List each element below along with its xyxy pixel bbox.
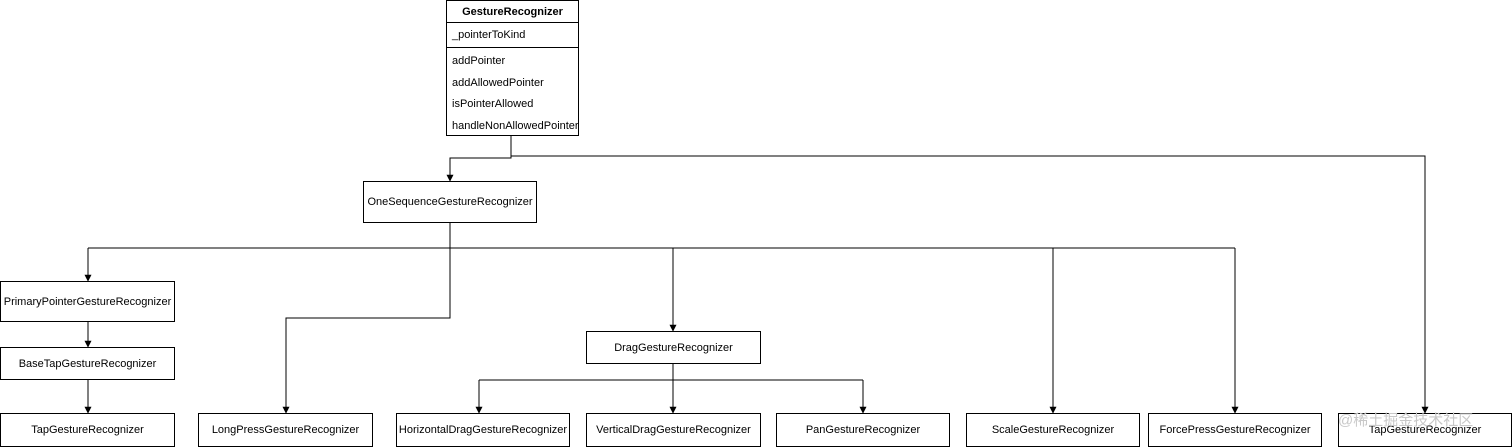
class-attribute: _pointerToKind: [452, 29, 526, 41]
gesture-recognizer-class: GestureRecognizer _pointerToKind addPoin…: [446, 0, 579, 136]
node-one-sequence: OneSequenceGestureRecognizer: [363, 181, 537, 223]
edge-gesture-to-onesequence: [446, 136, 512, 182]
node-horizontal-drag: HorizontalDragGestureRecognizer: [396, 413, 570, 447]
node-drag: DragGestureRecognizer: [586, 331, 761, 364]
edge-onesequence-bus: [88, 223, 1235, 249]
class-method: isPointerAllowed: [452, 98, 534, 110]
node-force-press: ForcePressGestureRecognizer: [1148, 413, 1322, 447]
node-long-press: LongPressGestureRecognizer: [198, 413, 373, 447]
class-method: addPointer: [452, 55, 506, 67]
node-tap: TapGestureRecognizer: [0, 413, 175, 447]
edge-to-long-press: [282, 248, 451, 414]
node-vertical-drag: VerticalDragGestureRecognizer: [586, 413, 761, 447]
node-scale: ScaleGestureRecognizer: [966, 413, 1140, 447]
class-method: handleNonAllowedPointer: [452, 119, 579, 132]
node-tap-right: TapGestureRecognizer: [1338, 413, 1512, 447]
node-primary-pointer: PrimaryPointerGestureRecognizer: [0, 281, 175, 322]
node-base-tap: BaseTapGestureRecognizer: [0, 347, 175, 380]
class-attributes: _pointerToKind: [447, 23, 578, 48]
edge-gesture-to-tap-right: [510, 136, 1429, 414]
class-methods: addPointer addAllowedPointer isPointerAl…: [447, 48, 579, 137]
node-pan: PanGestureRecognizer: [776, 413, 950, 447]
edge-drag-bus: [479, 364, 863, 381]
class-title: GestureRecognizer: [447, 1, 578, 23]
class-method: addAllowedPointer: [452, 76, 544, 89]
